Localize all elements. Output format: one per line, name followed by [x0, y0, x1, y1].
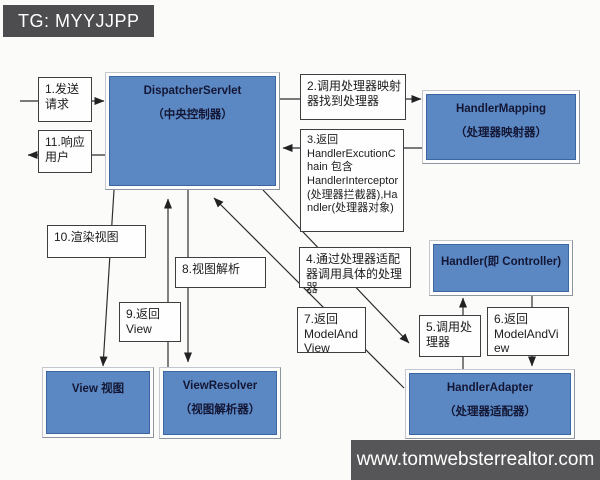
step-text: 1.发送请求 — [45, 82, 80, 111]
node-title: Handler(即 Controller) — [440, 256, 562, 268]
node-title: DispatcherServlet — [143, 85, 242, 97]
step-label-4: 4.通过处理器适配器调用具体的处理器 — [299, 247, 411, 295]
dispatcher-servlet-box: DispatcherServlet （中央控制器） — [109, 76, 276, 186]
step-text: 8.视图解析 — [182, 262, 241, 276]
step-label-8: 8.视图解析 — [175, 257, 266, 288]
node-title: ViewResolver — [182, 380, 258, 392]
step-label-9: 9.返回 View — [119, 302, 181, 342]
node-subtitle: （中央控制器） — [152, 109, 233, 121]
step-label-7: 7.返回 ModelAndView — [297, 307, 366, 356]
node-subtitle: （处理器映射器） — [455, 127, 547, 139]
handler-box: Handler(即 Controller) — [433, 244, 569, 292]
website-watermark: www.tomwebsterrealtor.com — [351, 440, 600, 480]
handler-mapping-node: HandlerMapping （处理器映射器） — [422, 90, 580, 164]
step-label-10: 10.渲染视图 — [47, 225, 146, 258]
view-box: View 视图 — [46, 371, 150, 434]
step-text: 11.响应用户 — [45, 135, 85, 164]
step-text: 6.返回 ModelAndView — [494, 312, 559, 356]
step-text: 7.返回 ModelAndView — [304, 312, 359, 356]
view-resolver-box: ViewResolver （视图解析器） — [163, 371, 277, 435]
step-label-11: 11.响应用户 — [38, 130, 92, 173]
step-text: 3.返回 HandlerExcutionChain 包含 HandlerInte… — [307, 134, 399, 215]
node-title: HandlerMapping — [455, 103, 547, 115]
website-text: www.tomwebsterrealtor.com — [356, 449, 595, 470]
node-title: HandlerAdapter — [446, 382, 534, 394]
handler-mapping-box: HandlerMapping （处理器映射器） — [426, 94, 576, 160]
step-text: 4.通过处理器适配器调用具体的处理器 — [306, 252, 403, 296]
step-text: 9.返回 View — [126, 307, 161, 336]
step-text: 2.调用处理器映射器找到处理器 — [307, 79, 402, 108]
step-text: 5.调用处理器 — [426, 320, 473, 349]
view-resolver-node: ViewResolver （视图解析器） — [159, 367, 281, 439]
step-label-1: 1.发送请求 — [38, 77, 92, 122]
step-text: 10.渲染视图 — [54, 230, 119, 244]
node-subtitle: （处理器适配器） — [444, 406, 536, 418]
step-label-2: 2.调用处理器映射器找到处理器 — [300, 74, 406, 120]
node-title: View 视图 — [71, 383, 125, 395]
telegram-tag-banner: TG: MYYJJPP — [3, 5, 154, 37]
node-subtitle: （视图解析器） — [179, 404, 261, 416]
dispatcher-servlet-node: DispatcherServlet （中央控制器） — [105, 72, 280, 190]
tag-text: TG: MYYJJPP — [18, 10, 140, 31]
step-label-3: 3.返回 HandlerExcutionChain 包含 HandlerInte… — [300, 129, 404, 232]
step-label-5: 5.调用处理器 — [419, 315, 481, 357]
handler-node: Handler(即 Controller) — [429, 240, 573, 296]
handler-adapter-node: HandlerAdapter （处理器适配器） — [405, 369, 575, 439]
view-node: View 视图 — [42, 367, 154, 438]
handler-adapter-box: HandlerAdapter （处理器适配器） — [409, 373, 571, 435]
step-label-6: 6.返回 ModelAndView — [487, 307, 569, 356]
